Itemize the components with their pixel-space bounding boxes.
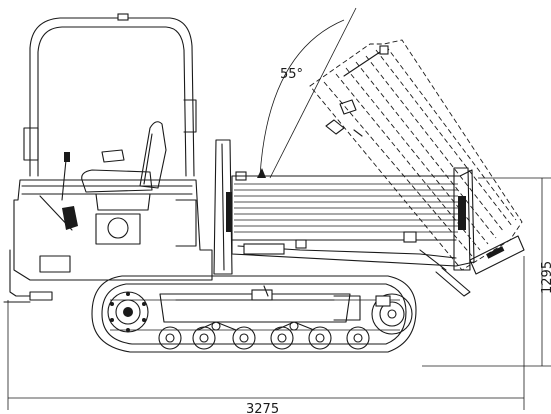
skip-pivot-post xyxy=(213,139,247,275)
dump-skip-tipped-ghost xyxy=(309,39,525,297)
dump-skip-lowered xyxy=(231,167,475,271)
rops-frame xyxy=(23,13,197,177)
dump-height-label: 1295 xyxy=(540,261,551,294)
operator-seat xyxy=(81,121,167,245)
track-assembly xyxy=(91,275,417,353)
dimension-lines xyxy=(7,7,551,410)
tip-angle-label: 55° xyxy=(280,67,303,82)
idler-wheel xyxy=(371,293,413,335)
drive-sprocket xyxy=(107,291,149,333)
overall-length-label: 3275 xyxy=(246,402,279,414)
road-wheels xyxy=(158,321,370,350)
control-levers xyxy=(39,152,78,231)
chassis-body xyxy=(3,179,213,303)
